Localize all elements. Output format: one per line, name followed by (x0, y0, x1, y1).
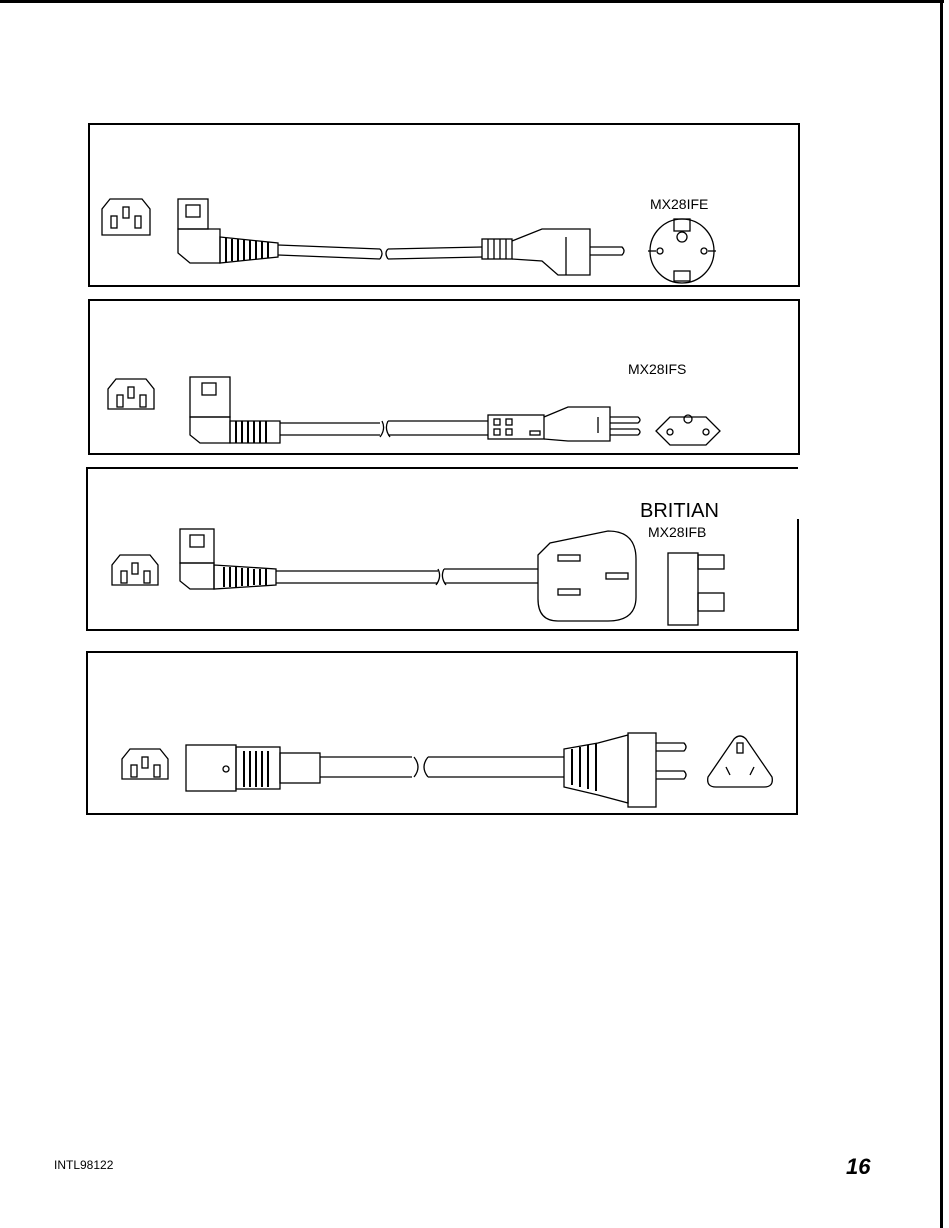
swiss-plug-side-icon (488, 407, 640, 441)
iec-c13-socket-icon (102, 199, 150, 235)
australian-plug-face-icon (708, 736, 773, 787)
angled-connector-icon (180, 529, 276, 589)
model-code-mx28ifb: MX28IFB (648, 525, 706, 539)
iec-c13-socket-icon (112, 555, 158, 585)
model-code-mx28ifs: MX28IFS (628, 362, 686, 376)
iec-c13-socket-icon (122, 749, 168, 779)
cord-diagram-mx28ifs (90, 301, 802, 457)
power-cord-icon (280, 421, 488, 437)
page-number: 16 (846, 1154, 870, 1180)
page-top-rule (0, 0, 944, 3)
cord-panel-mx28ifb: BRITIAN MX28IFB (86, 467, 798, 631)
cord-panel-australian (86, 651, 798, 815)
cord-panel-mx28ifs: MX28IFS (88, 299, 800, 455)
country-heading-britian: BRITIAN (640, 501, 719, 521)
power-cord-icon (278, 245, 482, 259)
cord-diagram-mx28ifb (88, 469, 800, 633)
power-cord-icon (276, 569, 538, 585)
schuko-plug-side-icon (482, 229, 624, 275)
uk-plug-icon (538, 531, 636, 621)
australian-plug-side-icon (564, 733, 686, 807)
straight-connector-icon (186, 745, 320, 791)
iec-c13-socket-icon (108, 379, 154, 409)
swiss-plug-face-icon (656, 415, 720, 445)
document-code: INTL98122 (54, 1158, 113, 1172)
model-code-mx28ife: MX28IFE (650, 197, 708, 211)
cord-panel-mx28ife: MX28IFE (88, 123, 800, 287)
uk-plug-pins-icon (668, 553, 724, 625)
schuko-plug-face-icon (648, 219, 716, 283)
power-cord-icon (320, 757, 564, 777)
page-right-edge (940, 0, 943, 1228)
cord-diagram-australian (88, 653, 800, 817)
